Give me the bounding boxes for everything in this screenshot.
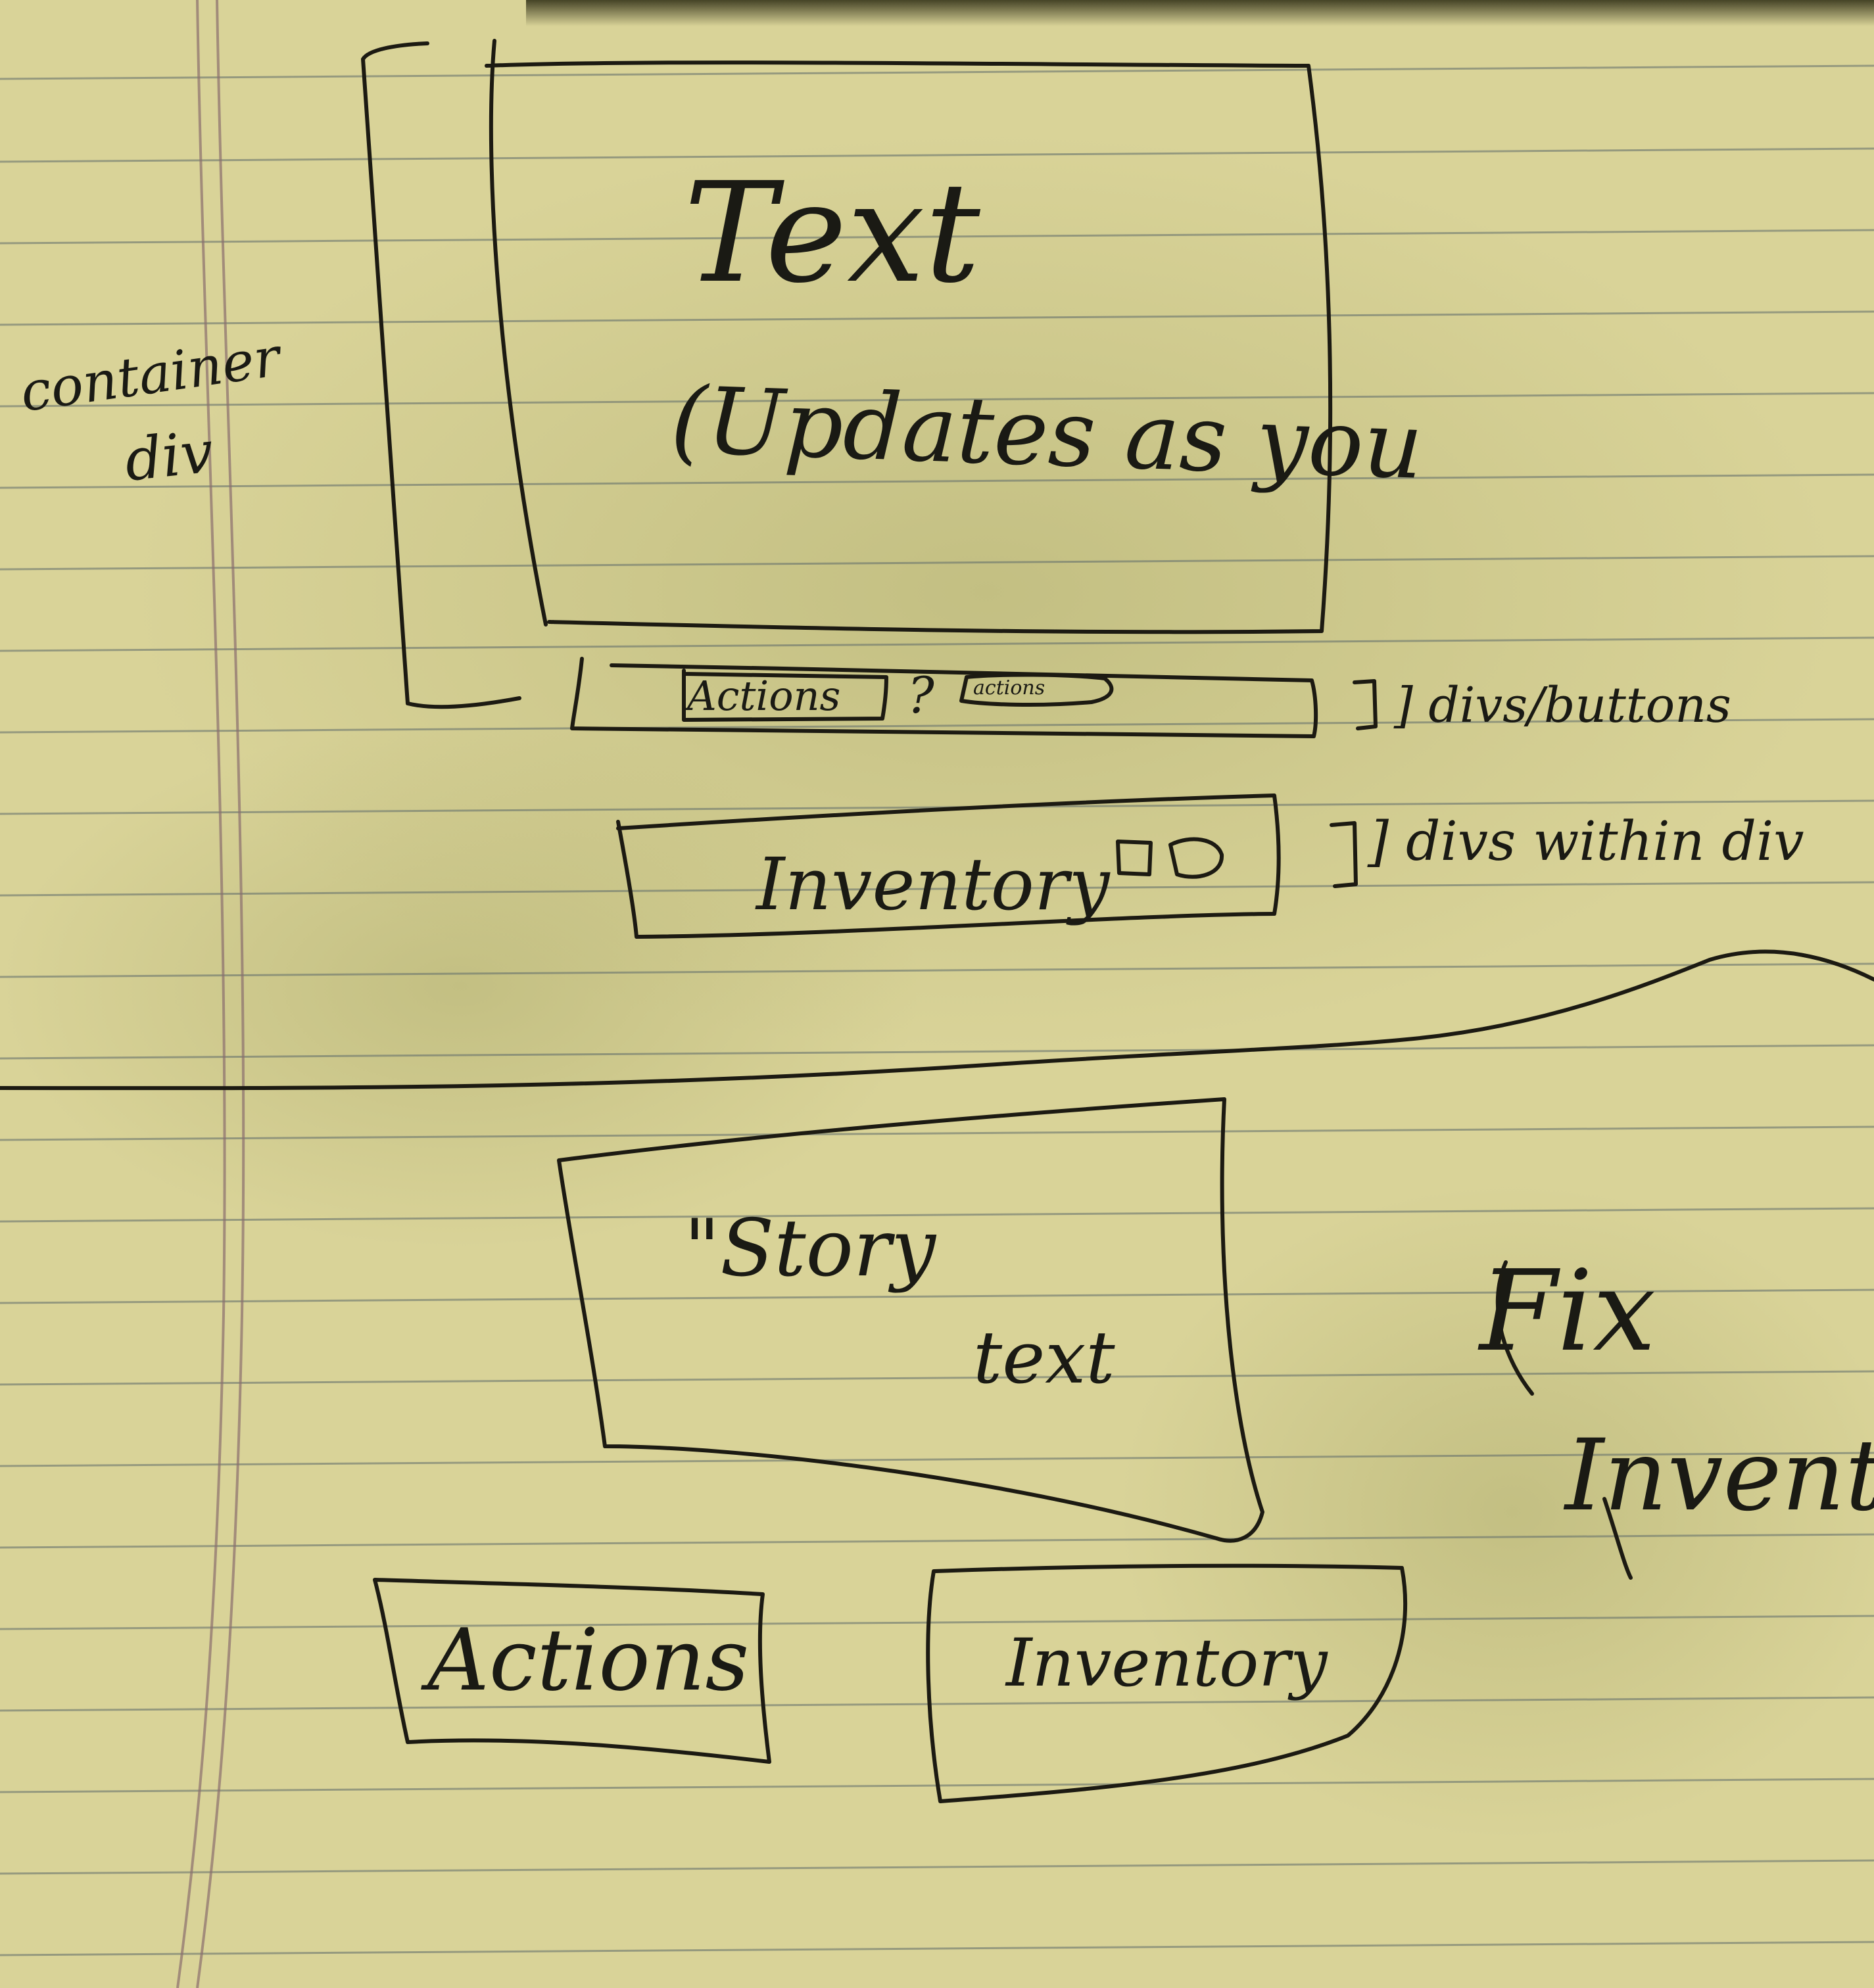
annotation-div: div [121, 417, 217, 494]
annotation-inventory: Inventory [1565, 1419, 1874, 1533]
actions-button-small[interactable]: Actions [687, 672, 841, 720]
annotation-fix: Fix [1479, 1246, 1656, 1377]
actions-button[interactable]: Actions [427, 1610, 750, 1710]
story-text: text [973, 1315, 1115, 1400]
text-title: Text [684, 153, 980, 314]
inventory-button[interactable]: Inventory [1006, 1624, 1328, 1701]
story-label: "Story [684, 1203, 936, 1294]
separator: ? [907, 666, 934, 724]
actions-oval-button[interactable]: actions [973, 676, 1045, 699]
inventory-label: Inventory [756, 842, 1110, 926]
text-subtitle: (Updates as you [669, 367, 1425, 500]
annotation-divs-buttons: ] divs/buttons [1394, 677, 1731, 734]
annotation-divs-within: ] divs within div [1368, 811, 1804, 873]
